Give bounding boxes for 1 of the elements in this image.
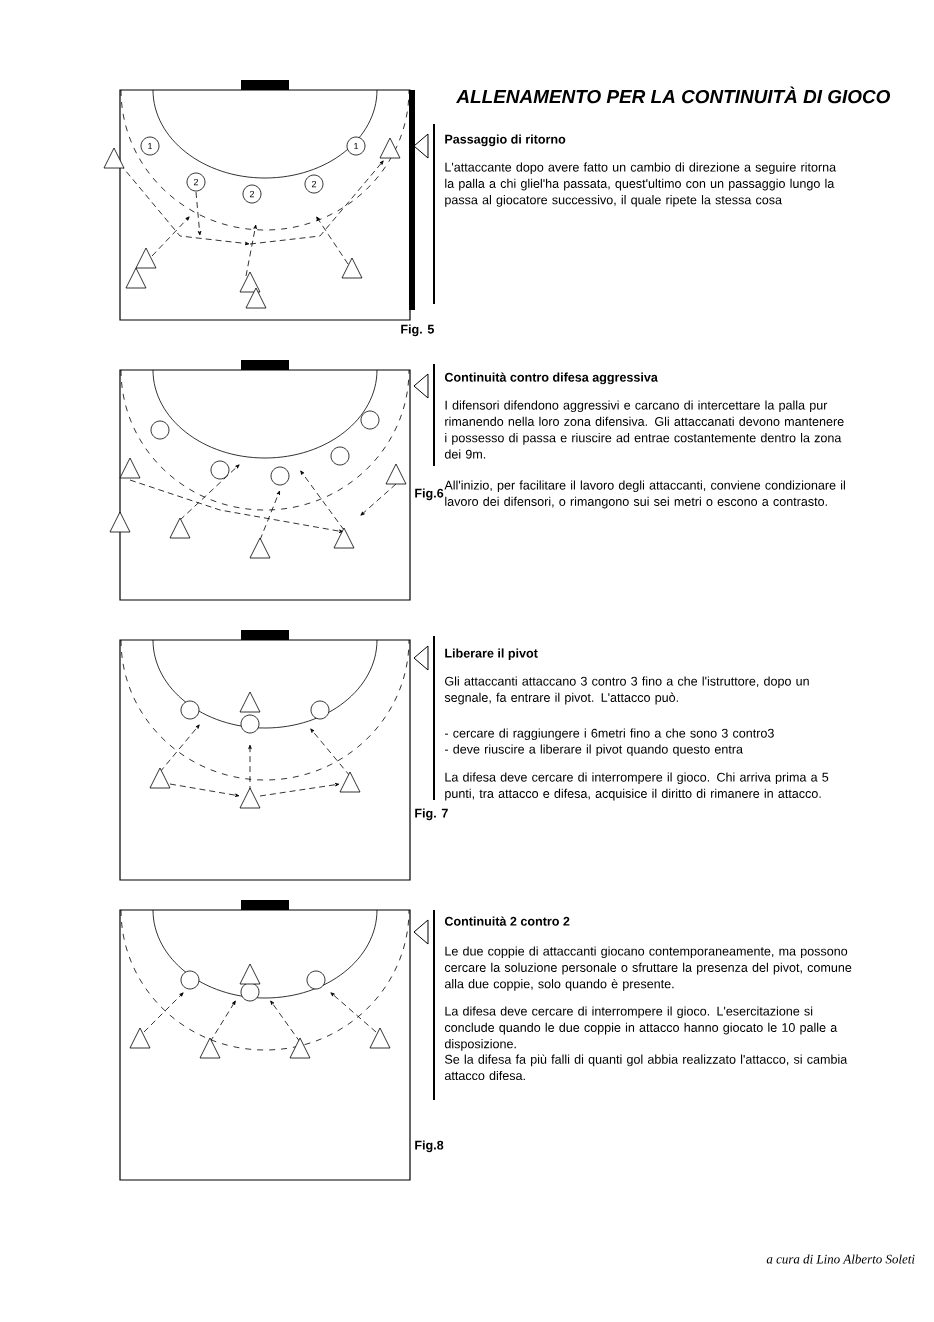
page-title: ALLENAMENTO PER LA CONTINUITÀ DI GIOCO <box>456 86 891 104</box>
